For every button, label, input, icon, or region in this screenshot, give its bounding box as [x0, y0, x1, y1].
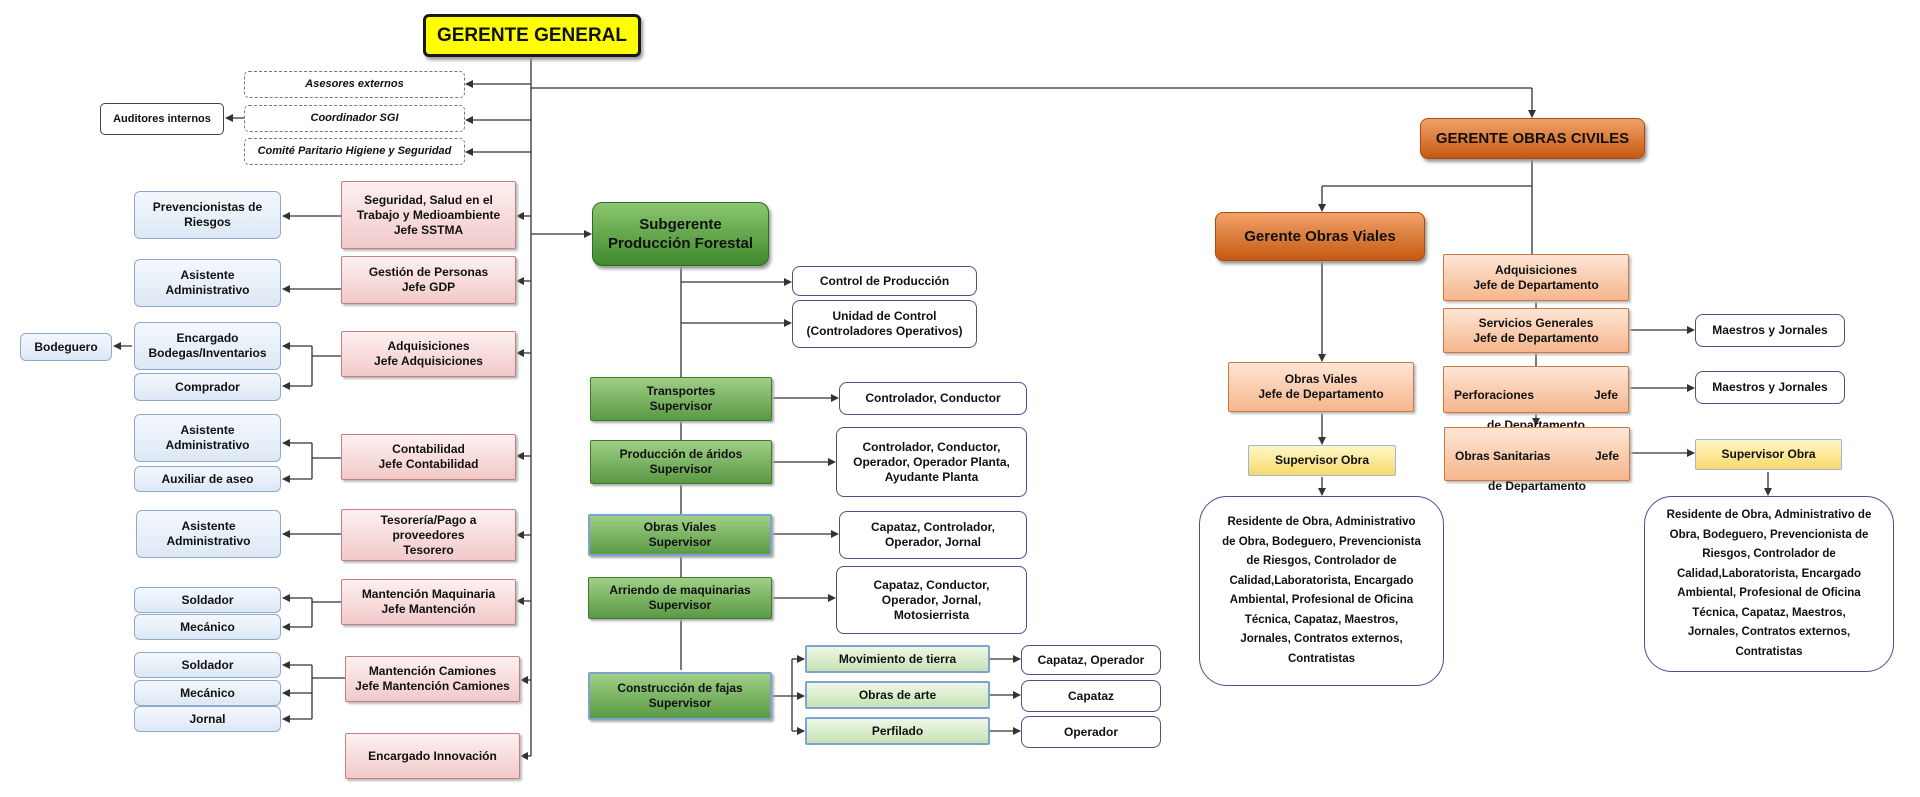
mantencion-camiones-box[interactable]: Mantención Camiones Jefe Mantención Cami… — [345, 656, 520, 702]
tesoreria-box[interactable]: Tesorería/Pago a proveedores Tesorero — [341, 509, 516, 561]
supervisor-obra-sanitarias-box[interactable]: Supervisor Obra — [1695, 439, 1842, 470]
coordinador-sgi-box[interactable]: Coordinador SGI — [244, 105, 465, 132]
transportes-box[interactable]: Transportes Supervisor — [590, 377, 772, 421]
gerente-obras-viales-box[interactable]: Gerente Obras Viales — [1215, 212, 1425, 261]
gerente-general-box[interactable]: GERENTE GENERAL — [423, 14, 641, 57]
contabilidad-box[interactable]: Contabilidad Jefe Contabilidad — [341, 434, 516, 480]
perforaciones-staff-box[interactable]: Maestros y Jornales — [1695, 371, 1845, 404]
transportes-staff-box[interactable]: Controlador, Conductor — [839, 382, 1027, 415]
obras-arte-staff-box[interactable]: Capataz — [1021, 680, 1161, 712]
perfilado-box[interactable]: Perfilado — [805, 717, 990, 745]
asistente-tesoreria-box[interactable]: Asistente Administrativo — [136, 510, 281, 558]
asistente-contabilidad-box[interactable]: Asistente Administrativo — [134, 414, 281, 462]
bodeguero-box[interactable]: Bodeguero — [20, 333, 112, 361]
mecanico-camiones-box[interactable]: Mecánico — [134, 680, 281, 706]
movimiento-tierra-box[interactable]: Movimiento de tierra — [805, 645, 990, 673]
obras-viales-forestal-box[interactable]: Obras Viales Supervisor — [588, 514, 772, 556]
sanitarias-role: Jefe — [1594, 449, 1619, 463]
asesores-externos-box[interactable]: Asesores externos — [244, 71, 465, 98]
comprador-box[interactable]: Comprador — [134, 373, 281, 401]
prevencionistas-box[interactable]: Prevencionistas de Riesgos — [134, 191, 281, 239]
obras-viales-staff-box[interactable]: Capataz, Controlador, Operador, Jornal — [839, 511, 1027, 559]
auditores-internos-box[interactable]: Auditores internos — [100, 103, 224, 135]
servicios-staff-box[interactable]: Maestros y Jornales — [1695, 314, 1845, 347]
aridos-box[interactable]: Producción de áridos Supervisor — [590, 440, 772, 484]
sanitarias-title: Obras Sanitarias — [1455, 449, 1551, 463]
adquisiciones-civiles-box[interactable]: Adquisiciones Jefe de Departamento — [1443, 254, 1629, 301]
gerente-obras-civiles-box[interactable]: GERENTE OBRAS CIVILES — [1420, 118, 1645, 159]
construccion-fajas-box[interactable]: Construcción de fajas Supervisor — [588, 672, 772, 720]
sstma-box[interactable]: Seguridad, Salud en el Trabajo y Medioam… — [341, 181, 516, 249]
unidad-control-box[interactable]: Unidad de Control (Controladores Operati… — [792, 300, 977, 348]
comite-paritario-box[interactable]: Comité Paritario Higiene y Seguridad — [244, 138, 465, 165]
encargado-bodegas-box[interactable]: Encargado Bodegas/Inventarios — [134, 322, 281, 370]
supervisor-obra-viales-box[interactable]: Supervisor Obra — [1248, 445, 1396, 476]
obras-sanitarias-box[interactable]: Obras Sanitarias Jefe de Departamento — [1444, 427, 1630, 493]
obras-viales-jefe-box[interactable]: Obras Viales Jefe de Departamento — [1228, 362, 1414, 412]
mantencion-maquinaria-box[interactable]: Mantención Maquinaria Jefe Mantención — [341, 579, 516, 625]
perforaciones-role: Jefe — [1593, 388, 1618, 402]
gdp-box[interactable]: Gestión de Personas Jefe GDP — [341, 256, 516, 304]
adquisiciones-box[interactable]: Adquisiciones Jefe Adquisiciones — [341, 331, 516, 377]
subgerente-forestal-box[interactable]: Subgerente Producción Forestal — [592, 202, 769, 266]
viales-staff-box[interactable]: Residente de Obra, Administrativo de Obr… — [1199, 496, 1444, 686]
soldador-maquinaria-box[interactable]: Soldador — [134, 587, 281, 613]
sanitarias-staff-box[interactable]: Residente de Obra, Administrativo de Obr… — [1644, 496, 1894, 672]
encargado-innovacion-box[interactable]: Encargado Innovación — [345, 733, 520, 779]
servicios-generales-box[interactable]: Servicios Generales Jefe de Departamento — [1443, 308, 1629, 353]
asistente-gdp-box[interactable]: Asistente Administrativo — [134, 259, 281, 307]
control-produccion-box[interactable]: Control de Producción — [792, 266, 977, 296]
movimiento-staff-box[interactable]: Capataz, Operador — [1021, 645, 1161, 675]
mecanico-maquinaria-box[interactable]: Mecánico — [134, 614, 281, 640]
arriendo-box[interactable]: Arriendo de maquinarias Supervisor — [588, 577, 772, 619]
perforaciones-title: Perforaciones — [1454, 388, 1535, 402]
perfilado-staff-box[interactable]: Operador — [1021, 716, 1161, 748]
jornal-box[interactable]: Jornal — [134, 706, 281, 732]
sanitarias-dept: de Departamento — [1487, 479, 1587, 493]
aridos-staff-box[interactable]: Controlador, Conductor, Operador, Operad… — [836, 427, 1027, 497]
obras-arte-box[interactable]: Obras de arte — [805, 681, 990, 709]
arriendo-staff-box[interactable]: Capataz, Conductor, Operador, Jornal, Mo… — [836, 566, 1027, 634]
auxiliar-aseo-box[interactable]: Auxiliar de aseo — [134, 466, 281, 492]
soldador-camiones-box[interactable]: Soldador — [134, 652, 281, 678]
perforaciones-box[interactable]: Perforaciones Jefe de Departamento — [1443, 366, 1629, 432]
